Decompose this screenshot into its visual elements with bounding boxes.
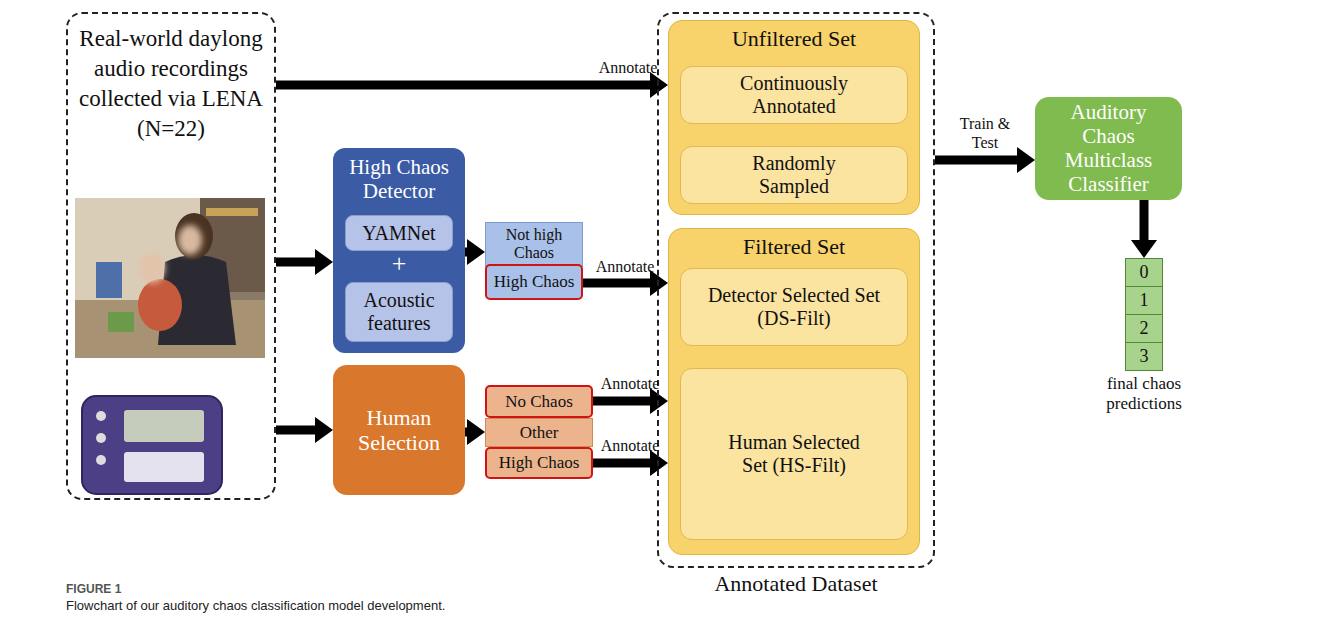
operator-symbol: +	[333, 250, 465, 279]
node-label: 3	[1140, 346, 1149, 367]
photo-toy	[108, 312, 134, 332]
lena-screen	[124, 410, 204, 442]
figure-number: FIGURE 1	[66, 583, 121, 597]
output-note: final chaos predictions	[1089, 374, 1199, 413]
set-group: Unfiltered SetContinuously AnnotatedRand…	[668, 20, 920, 215]
node-label: Other	[520, 423, 559, 443]
flow-arrow	[276, 249, 333, 275]
photo-child-face	[139, 253, 165, 283]
node-label: Unfiltered Set	[669, 26, 919, 51]
edge-label-box: Train & Test	[948, 115, 1022, 152]
source-group: Real-world daylong audio recordings coll…	[66, 12, 276, 500]
node-label: High Chaos	[494, 272, 575, 292]
edge-label: Annotate	[599, 59, 658, 77]
subset-box: Detector Selected Set (DS-Filt)	[680, 268, 908, 346]
node-label: Filtered Set	[669, 234, 919, 259]
node-label: High Chaos	[499, 453, 580, 473]
photo-toy	[96, 262, 122, 298]
dataset-group: Annotated DatasetUnfiltered SetContinuou…	[657, 12, 935, 568]
photo-adult-face	[178, 225, 202, 255]
node-label: 0	[1140, 262, 1149, 283]
caption-box: Flowchart of our auditory chaos classifi…	[66, 599, 445, 614]
feature-box: YAMNet	[345, 215, 453, 251]
photo-child-body	[138, 279, 182, 331]
lena-button	[96, 411, 106, 421]
edge-label-box: Annotate	[601, 375, 660, 393]
edge-label-box: Annotate	[596, 258, 655, 276]
node-label: Real-world daylong audio recordings coll…	[71, 24, 271, 144]
edge-label: Annotate	[601, 375, 660, 393]
flow-arrow	[276, 72, 668, 98]
detector-box: High Chaos Detector + YAMNetAcoustic featu…	[333, 148, 465, 353]
class-cell: 2	[1125, 314, 1163, 343]
lena-button	[96, 455, 106, 465]
flow-arrow	[465, 419, 485, 445]
edge-label: Annotate	[596, 258, 655, 276]
classifier-box: Auditory Chaos Multiclass Classifier	[1035, 97, 1182, 200]
node-label: Detector Selected Set (DS-Filt)	[707, 284, 882, 330]
node-label: Annotated Dataset	[659, 571, 933, 596]
class-cell: 0	[1125, 258, 1163, 287]
node-label: Not high Chaos	[488, 226, 580, 263]
node-label: Human Selected Set (HS-Filt)	[719, 431, 869, 477]
flow-arrow	[935, 147, 1035, 173]
photo-frame	[75, 198, 265, 358]
photo-adult-hair	[175, 213, 213, 259]
node-label: 2	[1140, 318, 1149, 339]
node-label: Acoustic features	[348, 289, 450, 335]
edge-label-box: Annotate	[601, 437, 660, 455]
flow-arrow	[465, 239, 485, 265]
node-label: Continuously Annotated	[729, 72, 859, 118]
lena-label-plate	[124, 452, 204, 482]
node-label: High Chaos Detector	[337, 155, 461, 203]
class-cell: 1	[1125, 286, 1163, 315]
edge-label-box: Annotate	[599, 59, 658, 77]
edge-label: Annotate	[601, 437, 660, 455]
flow-arrow	[276, 417, 333, 443]
edge-label: Train & Test	[948, 115, 1022, 152]
node-label: YAMNet	[362, 222, 435, 245]
flow-arrow	[1131, 200, 1157, 258]
node-label: Auditory Chaos Multiclass Classifier	[1049, 100, 1169, 197]
selected-output-box: No Chaos	[485, 385, 593, 418]
lena-button	[96, 433, 106, 443]
subset-box: Human Selected Set (HS-Filt)	[680, 368, 908, 540]
selected-output-box: High Chaos	[485, 264, 583, 300]
node-label: Randomly Sampled	[739, 152, 849, 198]
subset-box: Randomly Sampled	[680, 146, 908, 204]
figure-caption: Flowchart of our auditory chaos classifi…	[66, 599, 445, 614]
set-group: Filtered SetDetector Selected Set (DS-Fi…	[668, 228, 920, 555]
node-label: 1	[1140, 290, 1149, 311]
node-label: No Chaos	[505, 392, 573, 412]
photo-shelf-item	[206, 208, 258, 216]
figure-number-box: FIGURE 1	[66, 583, 121, 597]
subset-box: Continuously Annotated	[680, 66, 908, 124]
output-note-box: final chaos predictions	[1089, 374, 1199, 413]
class-cell: 3	[1125, 342, 1163, 371]
lena-device	[82, 396, 222, 494]
node-label: Human Selection	[344, 405, 454, 456]
feature-box: Acoustic features	[345, 282, 453, 342]
selected-output-box: High Chaos	[485, 447, 593, 479]
output-box: Not high Chaos	[485, 222, 583, 267]
process-box: Human Selection	[333, 365, 465, 495]
output-box: Other	[485, 418, 593, 447]
